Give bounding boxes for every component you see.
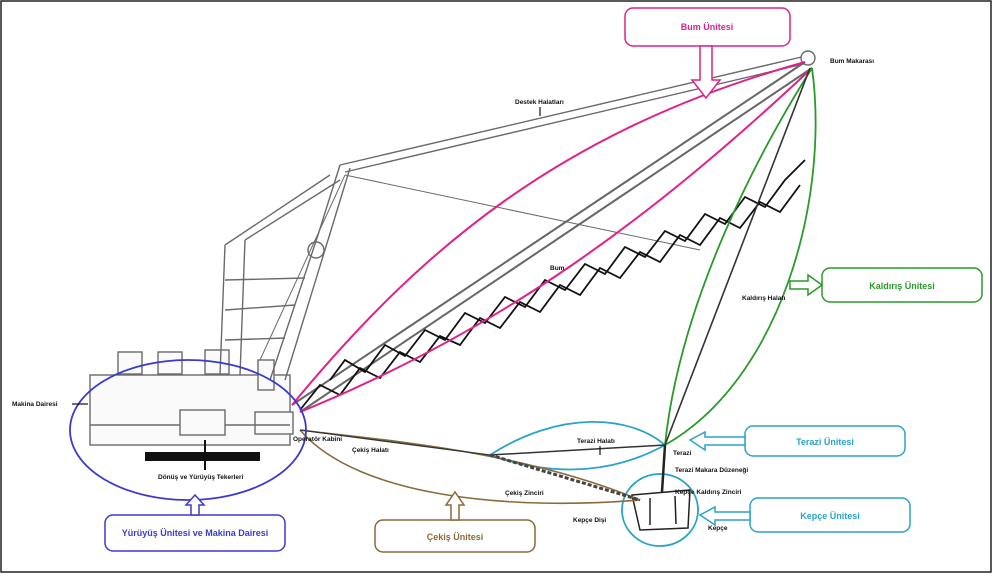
yuruyus-unit-label: Yürüyüş Ünitesi ve Makina Dairesi [122, 528, 269, 538]
label-operator-kabini: Operatör Kabini [293, 436, 342, 443]
kepce-unit-label: Kepçe Ünitesi [800, 511, 860, 521]
label-bum: Bum [550, 265, 565, 272]
yuruyus-unit-arrow [184, 493, 206, 516]
kepce-unit-arrow [698, 505, 751, 527]
label-cekis-halati: Çekiş Halatı [352, 447, 389, 454]
kaldiris-unit-label: Kaldırış Ünitesi [869, 281, 935, 291]
label-makina-dairesi: Makina Dairesi [12, 401, 58, 408]
terazi-unit-label: Terazi Ünitesi [796, 437, 854, 447]
terazi-unit-arrow [688, 430, 746, 452]
kepce-circle [621, 473, 699, 547]
label-cekis-zinciri: Çekiş Zinciri [505, 490, 544, 497]
bum-unit-lines [291, 61, 813, 413]
bum-unit-arrow [690, 45, 722, 100]
machine-structure [89, 50, 816, 446]
label-terazi: Terazi [673, 450, 691, 457]
label-destek-halatlari: Destek Halatları [515, 99, 564, 106]
label-donus-yuruyus: Dönüş ve Yürüyüş Tekerleri [158, 474, 244, 481]
label-terazi-makara: Terazi Makara Düzeneği [675, 467, 748, 474]
label-kepce: Kepçe [708, 525, 728, 532]
boom-lattice [291, 61, 813, 413]
tracks [145, 452, 260, 461]
label-kepce-disi: Kepçe Dişi [573, 517, 606, 524]
label-terazi-halati: Terazi Halatı [577, 438, 615, 445]
label-kepce-kaldiris-zinciri: Kepçe Kaldırış Zinciri [675, 489, 742, 496]
kaldiris-unit-arrow [789, 273, 824, 297]
kepce-bucket [631, 489, 691, 531]
kaldiris-halati [664, 67, 811, 446]
cekis-unit-label: Çekiş Ünitesi [427, 532, 484, 542]
cekis-unit-arrow [444, 490, 466, 521]
label-bum-makarasi: Bum Makarası [830, 58, 874, 65]
kaldiris-unit-lines [664, 67, 817, 446]
yuruyus-ellipse [69, 359, 307, 501]
bum-unit-label: Bum Ünitesi [681, 22, 734, 32]
label-kaldiris-halati: Kaldırış Halatı [742, 295, 786, 302]
cekis-zinciri-line [489, 453, 641, 502]
